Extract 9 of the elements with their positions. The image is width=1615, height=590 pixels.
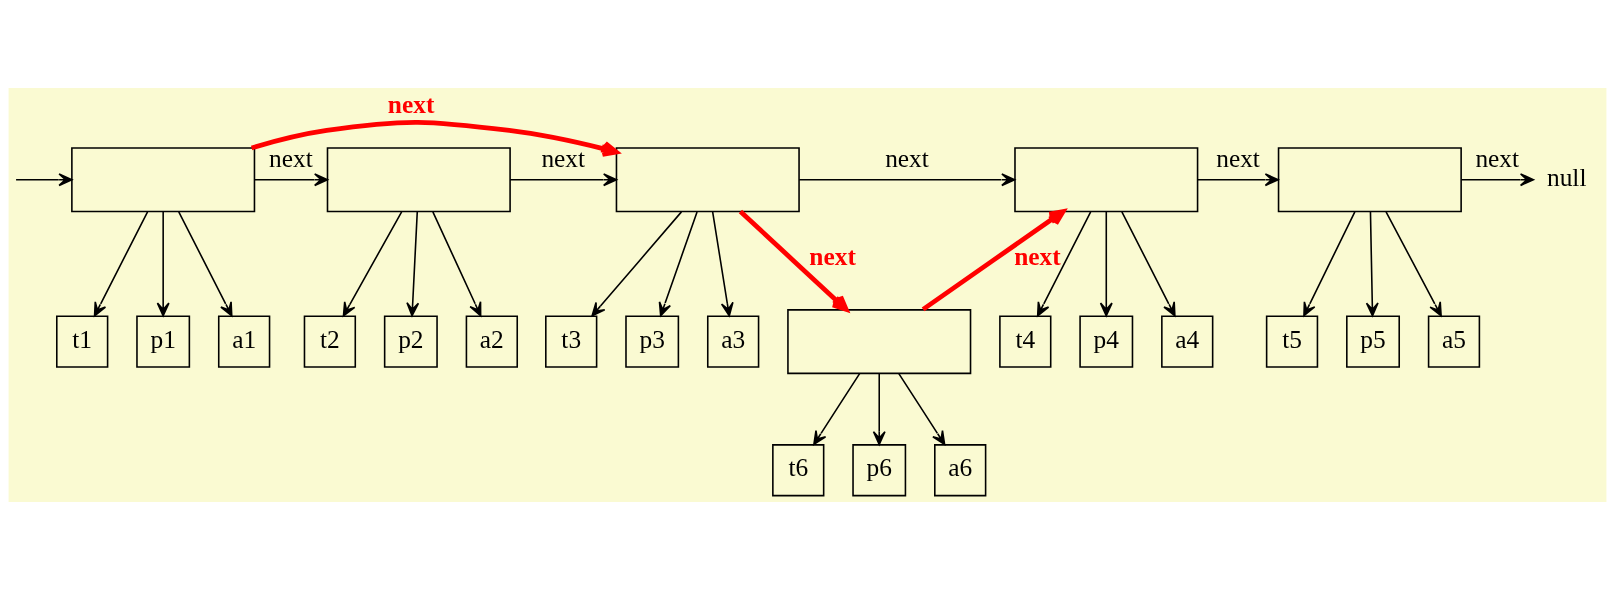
edge-label: next: [1014, 242, 1061, 271]
edge-label: next: [885, 143, 929, 172]
edge-label: next: [541, 143, 586, 172]
edge-label: next: [269, 143, 313, 172]
edge-label: next: [1475, 143, 1520, 172]
node-text: null: [1546, 162, 1587, 191]
edge-label: next: [1216, 143, 1260, 172]
edge-label: next: [809, 242, 856, 271]
edge-label: next: [387, 90, 435, 119]
